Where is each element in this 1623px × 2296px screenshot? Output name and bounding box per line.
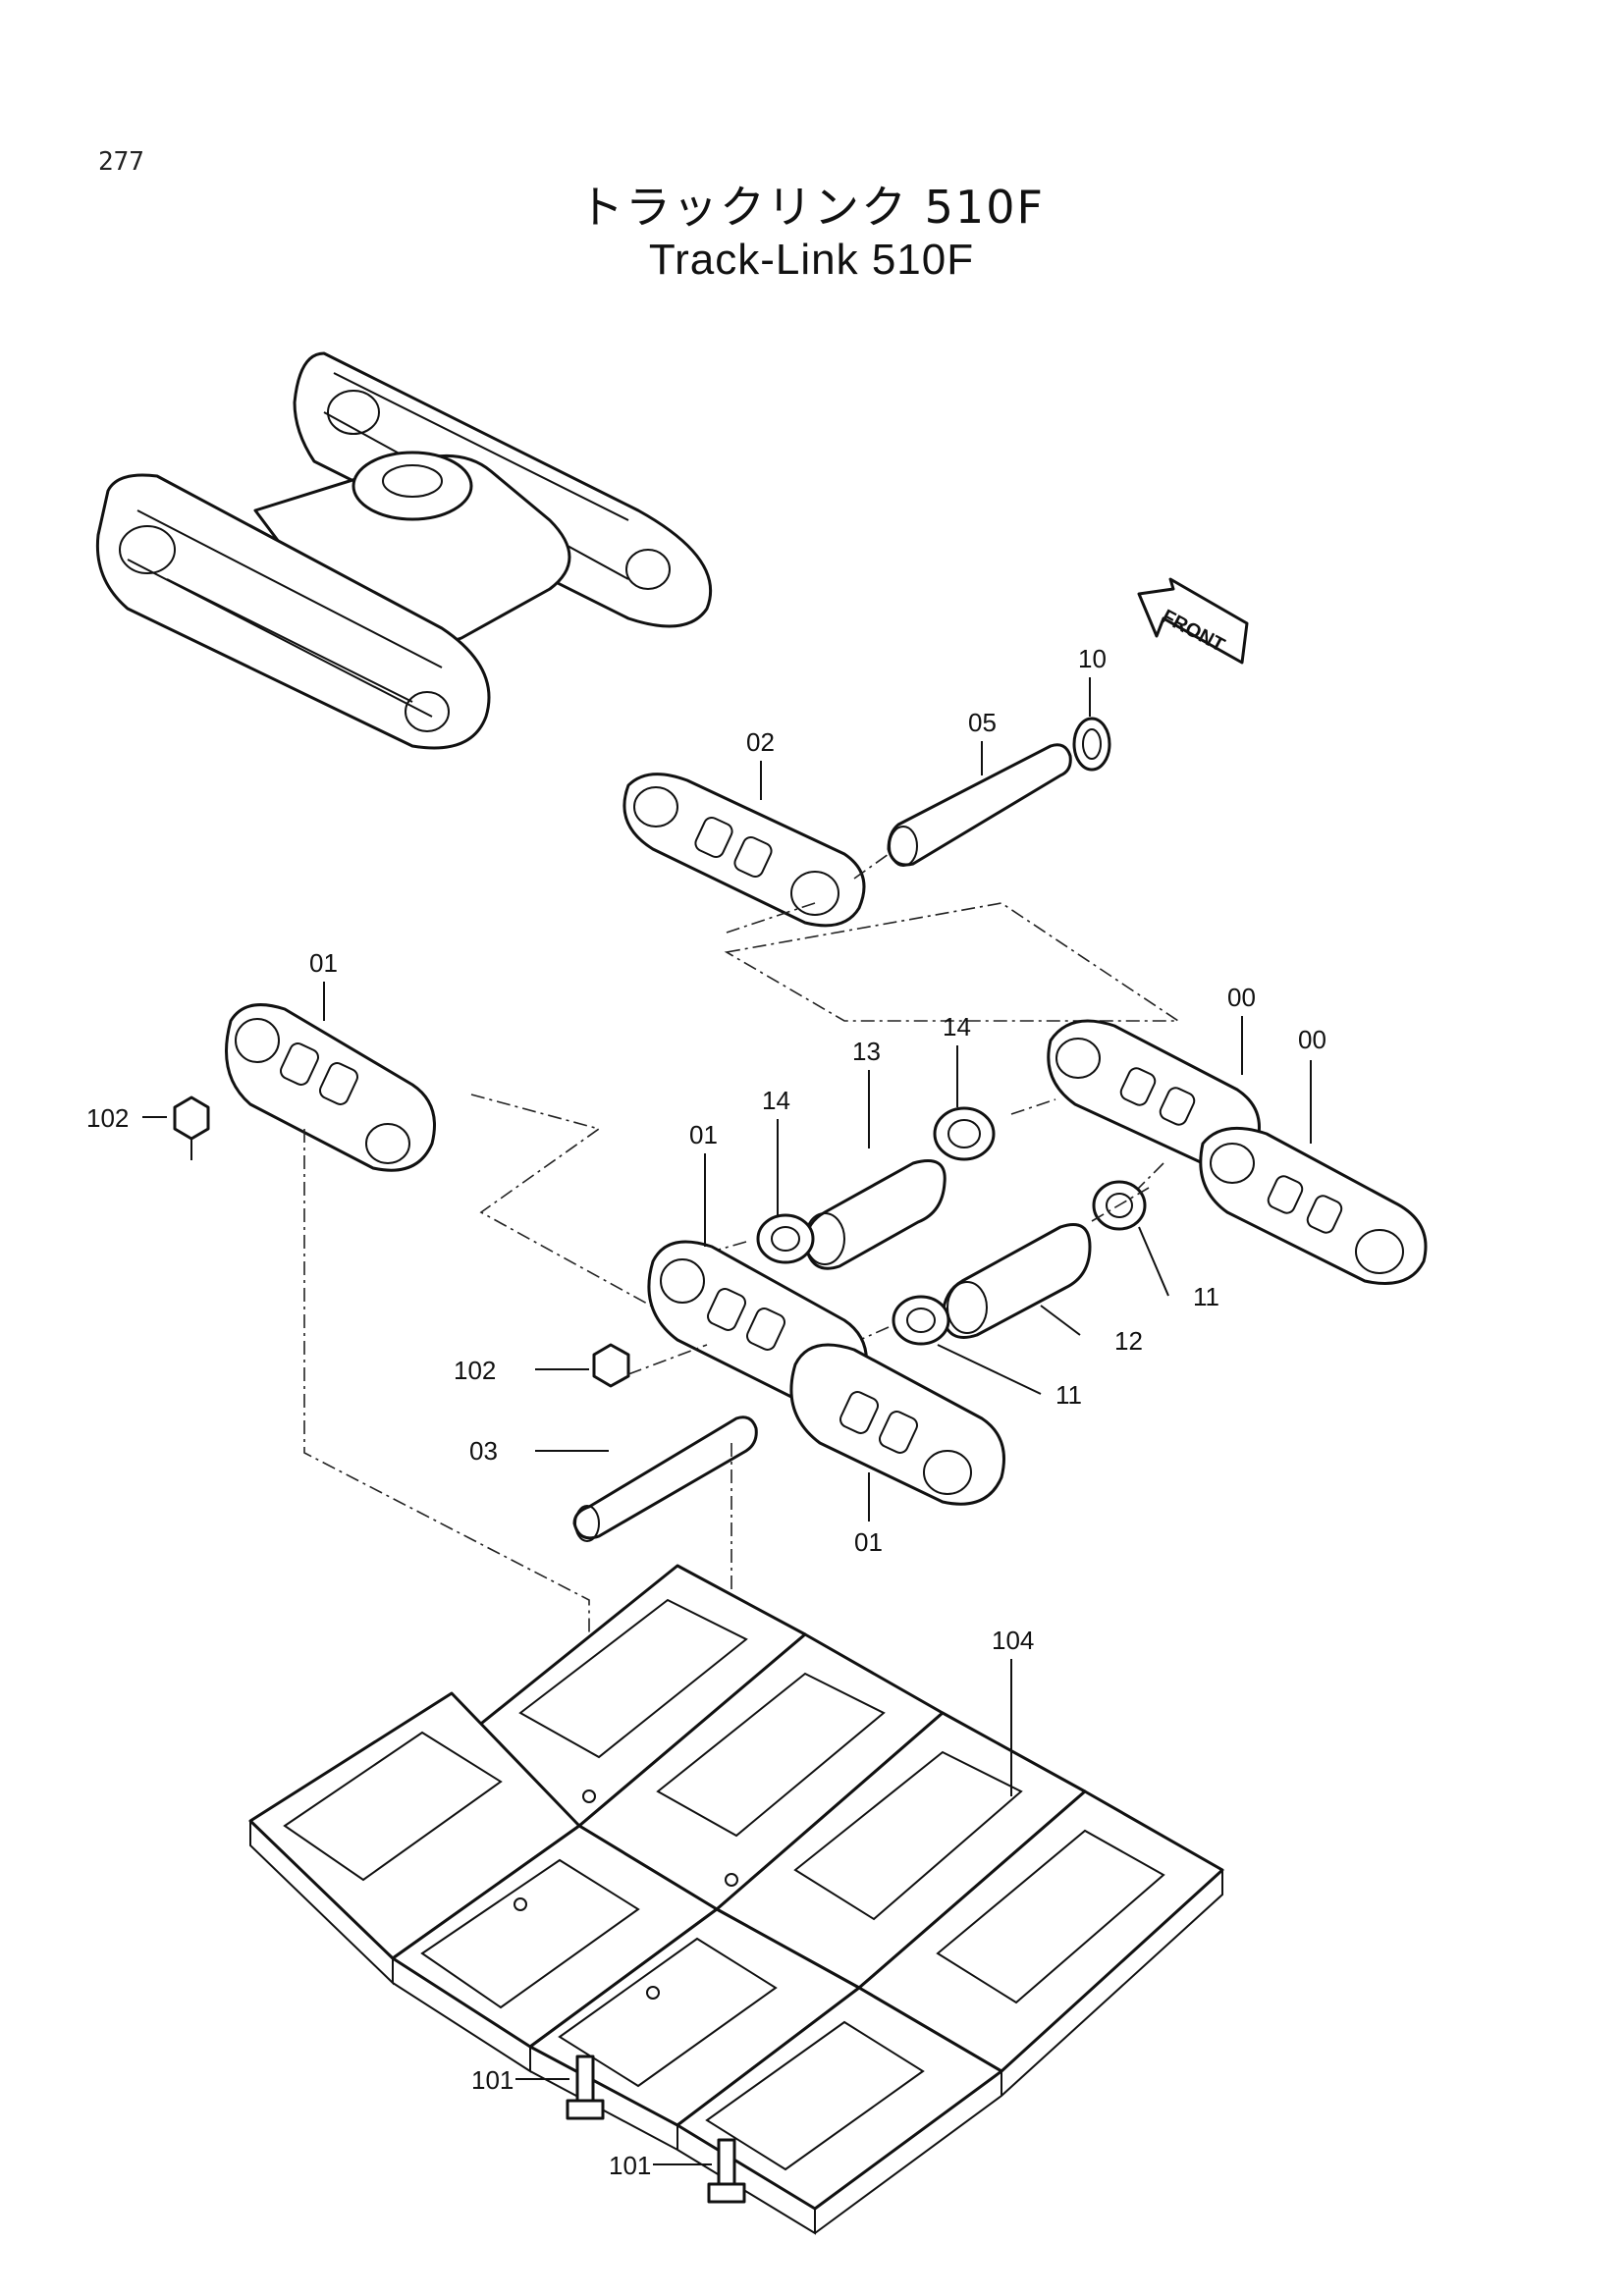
callout-14-b: 14: [762, 1086, 790, 1115]
part-102-middle-nut: [592, 1343, 630, 1388]
part-12-bushing: [941, 1223, 1092, 1339]
callout-00-b: 00: [1298, 1025, 1326, 1054]
callout-101-b: 101: [609, 2151, 651, 2180]
callout-00-a: 00: [1227, 983, 1256, 1012]
callout-03: 03: [469, 1436, 498, 1466]
part-00-link-b: [1199, 1126, 1428, 1285]
callout-01-bottom: 01: [854, 1527, 883, 1557]
page-number: 277: [98, 147, 144, 177]
callout-01-top: 01: [309, 948, 338, 978]
callout-12: 12: [1114, 1326, 1143, 1356]
title-japanese: トラックリンク 510F: [578, 181, 1045, 234]
callout-11-b: 11: [1055, 1380, 1082, 1410]
part-13-bushing: [803, 1159, 947, 1270]
callout-01-middle: 01: [689, 1120, 718, 1149]
callout-102-middle: 102: [454, 1356, 496, 1385]
leader-lines: [142, 677, 1312, 2165]
callout-14-a: 14: [943, 1012, 971, 1041]
part-102-top-nut: [173, 1095, 210, 1160]
part-02-link: [622, 773, 866, 928]
part-101-bolt-a: [566, 2055, 605, 2120]
part-101-bolt-b: [707, 2138, 746, 2204]
part-01-top-link: [225, 1003, 436, 1172]
part-14-seal-b: [756, 1213, 815, 1264]
title-english: Track-Link 510F: [648, 236, 975, 284]
part-104-track-shoes: [248, 1564, 1224, 2235]
part-14-seal-a: [933, 1106, 996, 1161]
part-11-seal-b: [892, 1295, 950, 1346]
callout-05: 05: [968, 708, 997, 737]
arrow-left-icon: [1137, 577, 1249, 665]
callout-104: 104: [992, 1626, 1034, 1655]
undercarriage-overview: [95, 351, 713, 750]
callout-10: 10: [1078, 644, 1107, 673]
callout-02: 02: [746, 727, 775, 757]
part-01-lower-link: [789, 1343, 1005, 1506]
part-10-ring: [1072, 717, 1111, 772]
callout-102-top: 102: [86, 1103, 129, 1133]
part-05-pin: [887, 743, 1072, 867]
part-03-pin: [572, 1415, 758, 1542]
callout-101-a: 101: [471, 2065, 514, 2095]
callout-labels: 10 05 02 01 102 00 00 14 13 14 01 11 12 …: [86, 644, 1326, 2180]
front-direction-marker: FRONT: [1137, 577, 1249, 665]
callout-11-a: 11: [1193, 1282, 1219, 1311]
callout-13: 13: [852, 1037, 881, 1066]
